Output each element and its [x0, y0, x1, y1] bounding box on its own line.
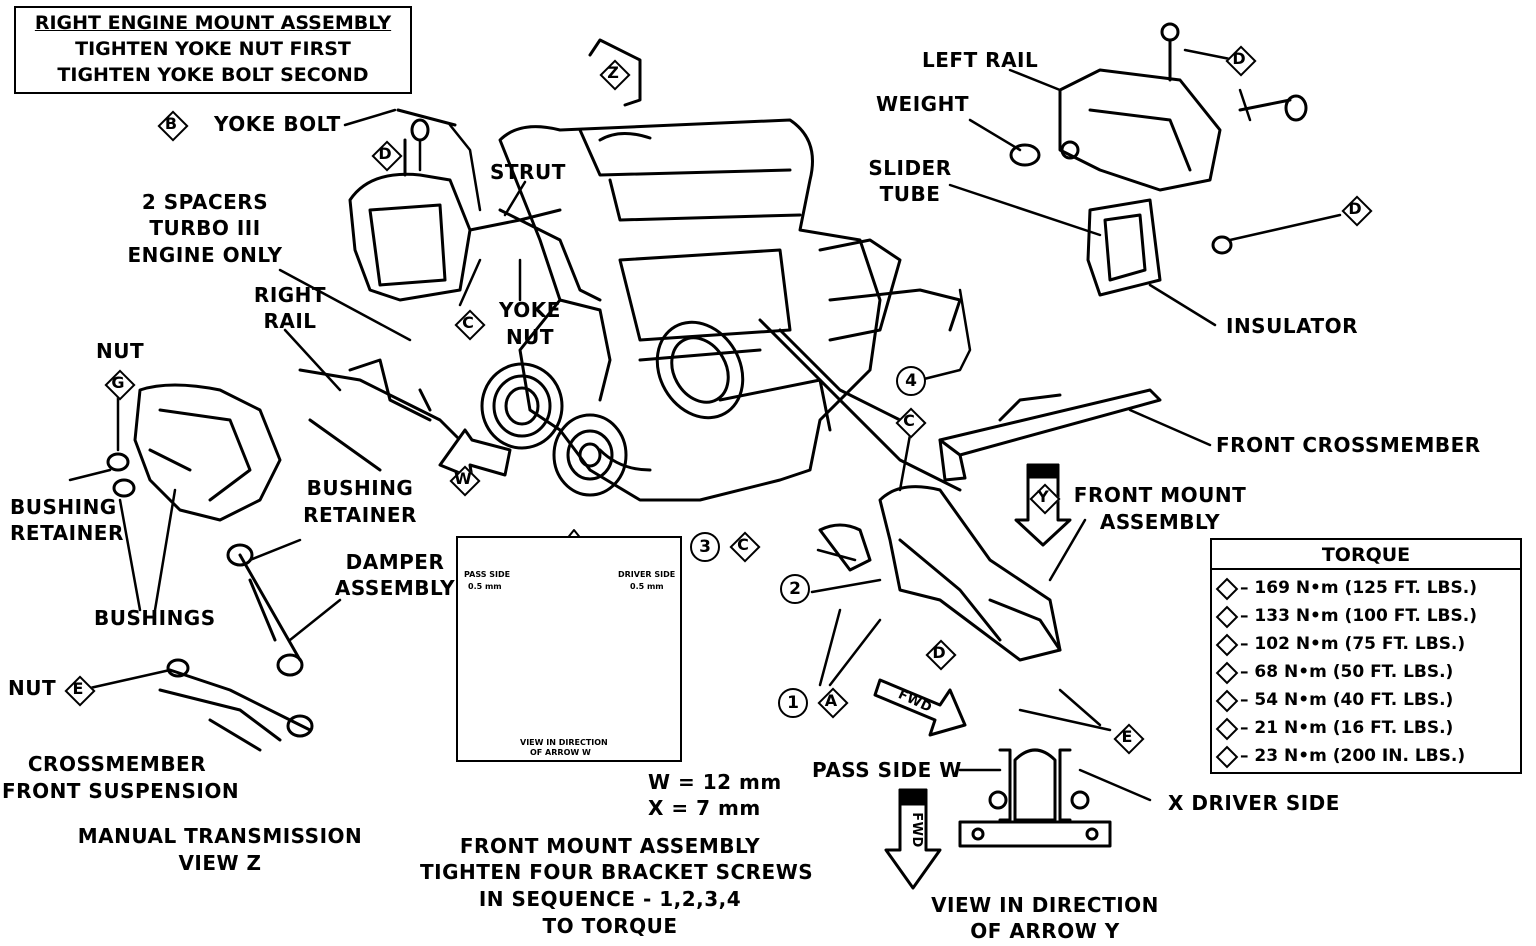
inset-pass-side: PASS SIDE	[464, 570, 511, 579]
label-slider-2: TUBE	[879, 182, 941, 206]
label-slider-1: SLIDER	[868, 156, 952, 180]
arrow-z	[588, 38, 642, 107]
title-line-1: RIGHT ENGINE MOUNT ASSEMBLY	[34, 12, 392, 34]
label-bushing-retainer-left-2: RETAINER	[10, 521, 124, 545]
callout-d-right-mount: D	[371, 140, 403, 172]
label-spacers-3: ENGINE ONLY	[127, 243, 283, 267]
label-crossmember-1: CROSSMEMBER	[27, 752, 207, 776]
inset-caption-2: OF ARROW W	[530, 748, 591, 757]
right-mount-bracket	[348, 108, 602, 302]
callout-y: Y	[1029, 483, 1061, 515]
callout-d-front: D	[925, 639, 957, 671]
fwd-arrow-upper	[873, 678, 967, 737]
label-damper-1: DAMPER	[345, 550, 445, 574]
sequence-2: 2	[780, 574, 810, 604]
leader-lines	[68, 48, 1342, 802]
diamond-e-icon	[1215, 689, 1239, 713]
callout-b: B	[157, 110, 189, 142]
torque-header: TORQUE	[1212, 542, 1520, 570]
diamond-b-icon	[1215, 605, 1239, 629]
label-strut: STRUT	[490, 160, 566, 184]
pulleys	[480, 320, 745, 497]
callout-w: W	[449, 465, 481, 497]
label-yoke-bolt: YOKE BOLT	[214, 112, 341, 136]
sequence-4: 4	[896, 366, 926, 396]
label-yoke-nut-1: YOKE	[499, 298, 561, 322]
callout-z: Z	[599, 59, 631, 91]
label-front-mount-note-4: TO TORQUE	[542, 914, 678, 938]
inset-driver-dim: 0.5 mm	[630, 582, 664, 591]
label-view-y-2: OF ARROW Y	[970, 919, 1120, 943]
label-bushings: BUSHINGS	[94, 606, 216, 630]
inset-driver-side: DRIVER SIDE	[618, 570, 676, 579]
label-view-y-1: VIEW IN DIRECTION	[931, 893, 1159, 917]
label-weight: WEIGHT	[876, 92, 969, 116]
label-bushing-retainer-left-1: BUSHING	[10, 495, 117, 519]
callout-d-left-side: D	[1341, 195, 1373, 227]
transmission-mount	[106, 383, 314, 752]
torque-row-f: – 21 N•m (16 FT. LBS.)	[1215, 714, 1516, 742]
diamond-c-icon	[1215, 633, 1239, 657]
label-bushing-retainer-right-2: RETAINER	[303, 503, 417, 527]
torque-row-e: – 54 N•m (40 FT. LBS.)	[1215, 686, 1516, 714]
label-driver-side: X DRIVER SIDE	[1168, 791, 1340, 815]
label-x-dimension: X = 7 mm	[648, 796, 761, 820]
torque-row-d: – 68 N•m (50 FT. LBS.)	[1215, 658, 1516, 686]
label-front-mount-note-3: IN SEQUENCE - 1,2,3,4	[478, 887, 742, 911]
inset-pass-dim: 0.5 mm	[468, 582, 502, 591]
callout-d-left-top: D	[1225, 45, 1257, 77]
label-damper-2: ASSEMBLY	[334, 576, 456, 600]
label-w-dimension: W = 12 mm	[648, 770, 782, 794]
label-crossmember-2: FRONT SUSPENSION	[2, 779, 240, 803]
front-crossmember	[758, 318, 1162, 662]
left-mount	[1009, 22, 1308, 297]
sequence-1: 1	[778, 688, 808, 718]
label-manual-transmission: MANUAL TRANSMISSION	[77, 824, 363, 848]
label-left-rail: LEFT RAIL	[922, 48, 1039, 72]
inset-view-arrow-w: PASS SIDE 0.5 mm DRIVER SIDE 0.5 mm VIEW…	[456, 536, 682, 762]
label-bushing-retainer-right-1: BUSHING	[306, 476, 414, 500]
label-insulator: INSULATOR	[1226, 314, 1359, 338]
callout-e-front: E	[1113, 723, 1145, 755]
callout-e-nut: E	[64, 675, 96, 707]
torque-row-c: – 102 N•m (75 FT. LBS.)	[1215, 630, 1516, 658]
callout-a: A	[817, 687, 849, 719]
label-pass-side: PASS SIDE W	[812, 758, 962, 782]
label-right-rail-1: RIGHT	[253, 283, 327, 307]
sequence-3: 3	[690, 532, 720, 562]
callout-c-3: C	[729, 531, 761, 563]
right-engine-mount-note: RIGHT ENGINE MOUNT ASSEMBLY TIGHTEN YOKE…	[14, 6, 412, 94]
diamond-f-icon	[1215, 717, 1239, 741]
torque-row-b: – 133 N•m (100 FT. LBS.)	[1215, 602, 1516, 630]
label-front-mount-note-1: FRONT MOUNT ASSEMBLY	[459, 834, 761, 858]
diamond-a-icon	[1215, 577, 1239, 601]
title-line-3: TIGHTEN YOKE BOLT SECOND	[57, 64, 369, 86]
label-view-z: VIEW Z	[178, 851, 262, 875]
right-rail	[298, 358, 462, 472]
inset-caption-1: VIEW IN DIRECTION	[520, 738, 608, 747]
label-front-mount-1: FRONT MOUNT	[1073, 483, 1247, 507]
callout-c-front: C	[895, 407, 927, 439]
label-nut-e: NUT	[8, 676, 57, 700]
label-nut-top: NUT	[96, 339, 145, 363]
label-front-mount-2: ASSEMBLY	[1099, 510, 1221, 534]
callout-c-yoke: C	[454, 309, 486, 341]
view-y-drawing	[958, 748, 1112, 848]
diamond-g-icon	[1215, 745, 1239, 769]
callout-g: G	[104, 369, 136, 401]
torque-row-g: – 23 N•m (200 IN. LBS.)	[1215, 742, 1516, 770]
label-front-mount-note-2: TIGHTEN FOUR BRACKET SCREWS	[420, 860, 814, 884]
label-front-crossmember: FRONT CROSSMEMBER	[1216, 433, 1481, 457]
label-spacers-1: 2 SPACERS	[141, 190, 269, 214]
diamond-d-icon	[1215, 661, 1239, 685]
fwd-arrow-lower	[884, 788, 942, 890]
label-spacers-2: TURBO III	[149, 216, 261, 240]
label-right-rail-2: RAIL	[263, 309, 317, 333]
label-fwd-lower: FWD	[908, 812, 924, 848]
label-yoke-nut-2: NUT	[505, 325, 555, 349]
torque-table: TORQUE – 169 N•m (125 FT. LBS.) – 133 N•…	[1210, 538, 1522, 774]
title-line-2: TIGHTEN YOKE NUT FIRST	[75, 38, 351, 60]
torque-row-a: – 169 N•m (125 FT. LBS.)	[1215, 574, 1516, 602]
